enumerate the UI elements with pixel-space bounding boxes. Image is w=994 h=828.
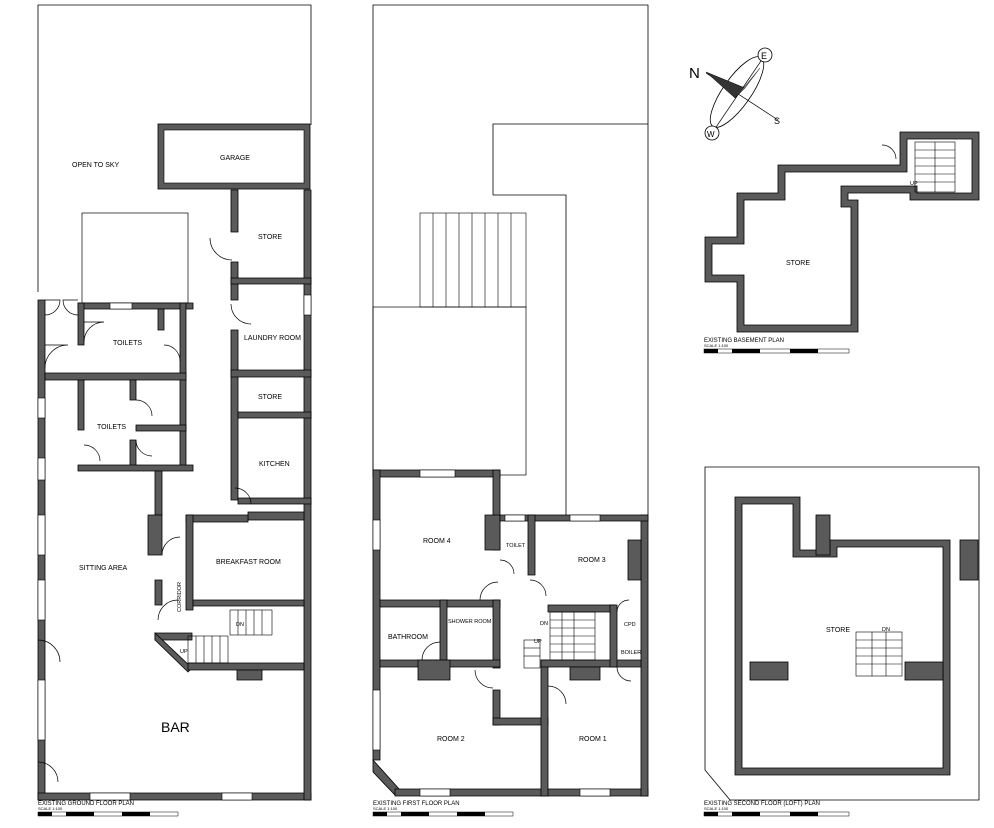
ground-floor-scale-note: SCALE 1:100 <box>38 806 63 811</box>
label-ground-up: UP <box>180 649 188 655</box>
label-first-up: UP <box>534 639 542 645</box>
label-toilet: TOILET <box>506 543 526 549</box>
first-scale-bar <box>372 811 514 817</box>
ground-floor-title: EXISTING GROUND FLOOR PLAN <box>38 801 134 807</box>
label-store-1: STORE <box>258 234 282 241</box>
label-cpd: CPD <box>624 622 636 628</box>
label-open-to-sky: OPEN TO SKY <box>72 162 120 169</box>
second-floor-scale-note: SCALE 1:100 <box>704 806 729 811</box>
basement-title: EXISTING BASEMENT PLAN <box>704 338 784 344</box>
label-garage: GARAGE <box>220 155 250 162</box>
basement-stairs <box>914 141 956 193</box>
basement-scale-bar <box>703 348 850 354</box>
label-toilets-2: TOILETS <box>97 424 126 431</box>
label-shower-room: SHOWER ROOM <box>448 619 492 625</box>
basement-scale-note: SCALE 1:100 <box>704 343 729 348</box>
first-stairs <box>523 611 596 669</box>
label-corridor: CORRIDOR <box>177 582 183 612</box>
compass-south: S <box>774 116 780 126</box>
label-room-1: ROOM 1 <box>579 736 607 743</box>
label-loft-dn: DN <box>882 627 890 633</box>
label-laundry: LAUNDRY ROOM <box>244 335 301 342</box>
second-floor-plan: STORE DN EXISTING SECOND FLOOR (LOFT) PL… <box>703 466 980 817</box>
label-loft-store: STORE <box>826 627 850 634</box>
label-bar: BAR <box>161 719 190 735</box>
label-breakfast-room: BREAKFAST ROOM <box>216 559 281 566</box>
label-bathroom: BATHROOM <box>388 634 428 641</box>
label-kitchen: KITCHEN <box>259 461 290 468</box>
label-basement-store: STORE <box>786 260 810 267</box>
north-compass: N E S W <box>689 47 780 141</box>
label-store-2: STORE <box>258 394 282 401</box>
label-room-2: ROOM 2 <box>437 736 465 743</box>
label-ground-dn: DN <box>236 622 244 628</box>
first-floor-scale-note: SCALE 1:100 <box>373 806 398 811</box>
compass-east: E <box>761 51 767 61</box>
label-boiler: BOILER <box>621 650 641 656</box>
second-floor-title: EXISTING SECOND FLOOR (LOFT) PLAN <box>704 801 820 807</box>
loft-stairs <box>855 631 903 677</box>
ground-floor-plan: OPEN TO SKY GARAGE STORE TOILETS LAUNDRY… <box>37 4 312 817</box>
compass-west: W <box>707 130 715 139</box>
courtyard-structure <box>81 212 189 304</box>
compass-north: N <box>689 65 700 82</box>
label-room-3: ROOM 3 <box>578 557 606 564</box>
second-scale-bar <box>703 811 850 817</box>
label-room-4: ROOM 4 <box>423 538 451 545</box>
label-toilets-1: TOILETS <box>113 340 142 347</box>
label-first-dn: DN <box>540 621 548 627</box>
ground-stairs <box>187 609 273 664</box>
ground-scale-bar <box>37 811 179 817</box>
label-basement-up: UP <box>910 181 918 187</box>
first-floor-title: EXISTING FIRST FLOOR PLAN <box>373 801 460 807</box>
first-floor-plan: ROOM 4 TOILET ROOM 3 BATHROOM SHOWER ROO… <box>372 4 649 817</box>
first-roof-area <box>372 306 527 476</box>
label-sitting-area: SITTING AREA <box>79 565 128 572</box>
first-roof-stairs <box>419 212 527 308</box>
basement-plan: STORE UP EXISTING BASEMENT PLAN SCALE 1:… <box>703 131 980 354</box>
